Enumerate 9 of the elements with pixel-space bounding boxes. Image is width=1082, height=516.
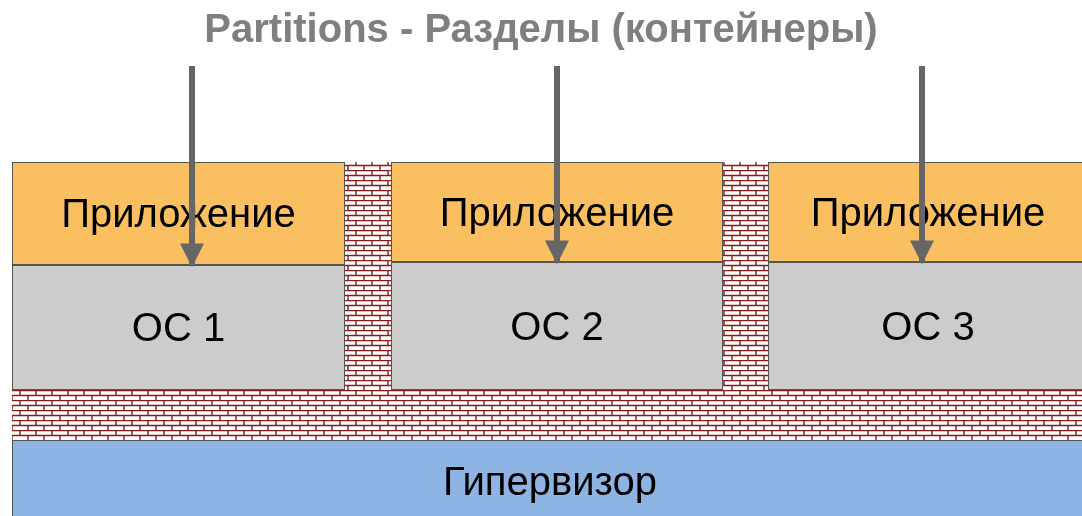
label: ОС 1 bbox=[131, 305, 226, 350]
os-box bbox=[12, 265, 345, 390]
hypervisor-bar bbox=[12, 440, 1082, 516]
label: Гипервизор bbox=[443, 459, 657, 504]
label: ОС 2 bbox=[510, 303, 604, 349]
os-box bbox=[391, 262, 723, 390]
label: ОС 3 bbox=[881, 303, 975, 349]
os-box bbox=[768, 262, 1082, 390]
heading: Partitions - Разделы (контейнеры) bbox=[204, 6, 878, 51]
